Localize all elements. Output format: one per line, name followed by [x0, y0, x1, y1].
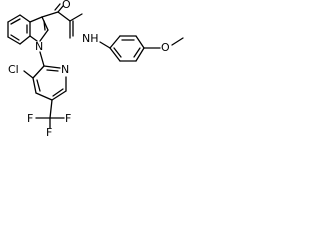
fluorine-label-right: F [65, 112, 71, 125]
bond [19, 35, 31, 45]
bond [23, 70, 34, 79]
trifluoromethyl-group [35, 117, 65, 129]
chlorine-label: Cl [8, 63, 19, 76]
double-bond-inner [10, 18, 21, 25]
bond [135, 35, 145, 49]
oxo-acetamide-chain [41, 3, 111, 49]
bond [57, 5, 64, 13]
double-bond-inner [36, 79, 41, 92]
indole-benzene-ring [7, 14, 31, 45]
bond [109, 35, 121, 49]
bond [43, 65, 61, 69]
bond [32, 77, 37, 94]
bond [51, 90, 67, 101]
bond [57, 11, 71, 22]
double-bond-inner [54, 3, 61, 11]
fluorine-label-left: F [27, 112, 33, 125]
double-bond-inner [43, 20, 46, 31]
double-bond-inner [52, 88, 64, 97]
methoxyphenyl-ring [109, 35, 184, 62]
bond [69, 13, 83, 22]
chemical-structure-diagram: O NH O N Cl N F F F [7, 0, 184, 139]
bond [41, 11, 59, 18]
double-bond-inner [10, 34, 20, 41]
bond [39, 29, 49, 42]
bond [39, 51, 45, 67]
indole-pyrrole-ring [29, 16, 49, 42]
amide-nh-label: NH [82, 32, 99, 45]
pyridine-nitrogen-label: N [61, 63, 69, 76]
bond [29, 16, 43, 23]
double-bond-inner [133, 47, 141, 58]
bond [109, 47, 121, 62]
bond [29, 35, 38, 42]
double-bond-inner [46, 69, 59, 72]
bond [35, 92, 53, 101]
bond [171, 37, 184, 46]
bond [49, 99, 53, 119]
double-bond-inner [113, 47, 122, 58]
fluorine-label-bottom: F [46, 126, 52, 139]
bond [19, 14, 31, 23]
bond [135, 47, 145, 62]
ether-oxygen-label: O [161, 41, 170, 54]
bond [7, 14, 21, 23]
bond [32, 65, 45, 79]
bond [41, 16, 49, 31]
indole-nitrogen-label: N [35, 40, 43, 53]
pyridine-ring [23, 65, 67, 119]
carbonyl-oxygen-label: O [62, 0, 71, 11]
bond [7, 36, 21, 45]
bond [99, 41, 111, 49]
